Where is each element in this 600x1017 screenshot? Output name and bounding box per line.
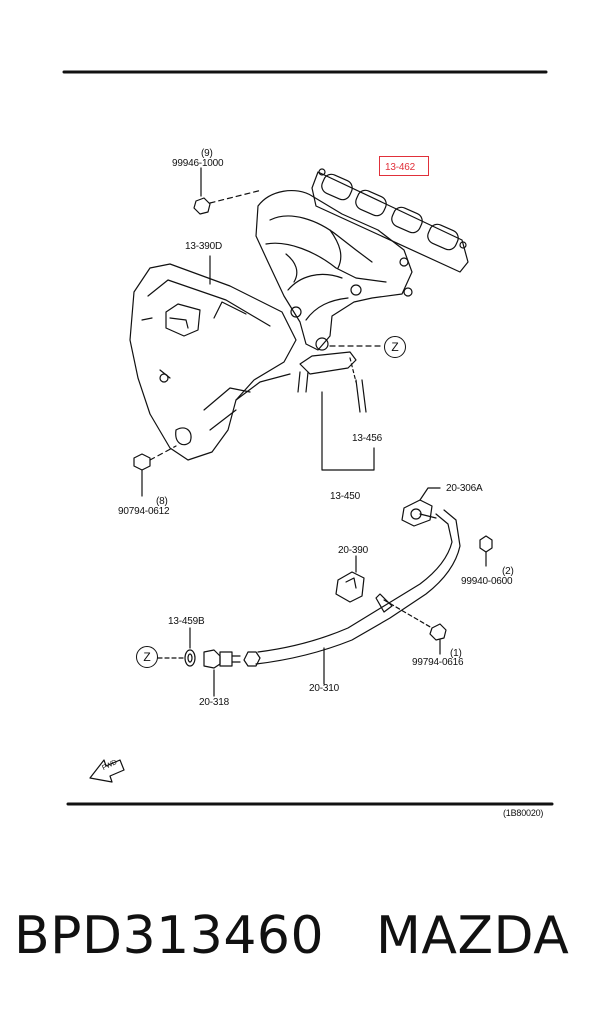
highlight-box	[379, 156, 429, 176]
insulator-bolt	[133, 445, 177, 497]
gasket-nut-qty: (9)	[201, 148, 213, 159]
union-fitting	[203, 649, 241, 697]
part-number-title: BPD313460	[14, 906, 325, 966]
washer	[157, 627, 196, 667]
pipe-nut-part: 99940-0600	[461, 576, 513, 587]
z-marker-lower: Z	[136, 646, 158, 668]
gasket-nut	[193, 167, 263, 215]
bolt-part: 90794-0612	[118, 506, 170, 517]
bracket-bolt-qty: (1)	[450, 648, 462, 659]
washer-label: 13-459B	[168, 616, 205, 627]
diagram-code: (1B80020)	[503, 808, 544, 818]
bracket-bolt-part: 99794-0616	[412, 657, 464, 668]
stud	[321, 357, 375, 471]
gasket-nut-part: 99946-1000	[172, 158, 224, 169]
bolt-qty: (8)	[156, 496, 168, 507]
brand-title: MAZDA	[376, 906, 570, 966]
oil-return-pipe	[243, 509, 461, 685]
pipe-label: 20-310	[309, 683, 339, 694]
pipe-nut-qty: (2)	[502, 566, 514, 577]
pipe-nut	[479, 535, 493, 567]
manifold-label: 13-450	[330, 491, 360, 502]
z-marker-upper: Z	[384, 336, 406, 358]
pipe-bracket	[335, 555, 365, 603]
pipe-gasket	[401, 487, 441, 527]
stud-label: 13-456	[352, 433, 382, 444]
heat-insulator	[129, 255, 297, 461]
heat-insulator-label: 13-390D	[185, 241, 222, 252]
fwd-arrow-icon	[89, 759, 125, 783]
fitting-label: 20-318	[199, 697, 229, 708]
manifold-gasket	[311, 168, 469, 273]
exhaust-manifold	[255, 189, 413, 393]
pipe-gasket-label: 20-306A	[446, 483, 483, 494]
bracket-bolt	[383, 599, 447, 655]
bracket-label: 20-390	[338, 545, 368, 556]
highlighted-part-label[interactable]: 13-462	[385, 162, 415, 173]
